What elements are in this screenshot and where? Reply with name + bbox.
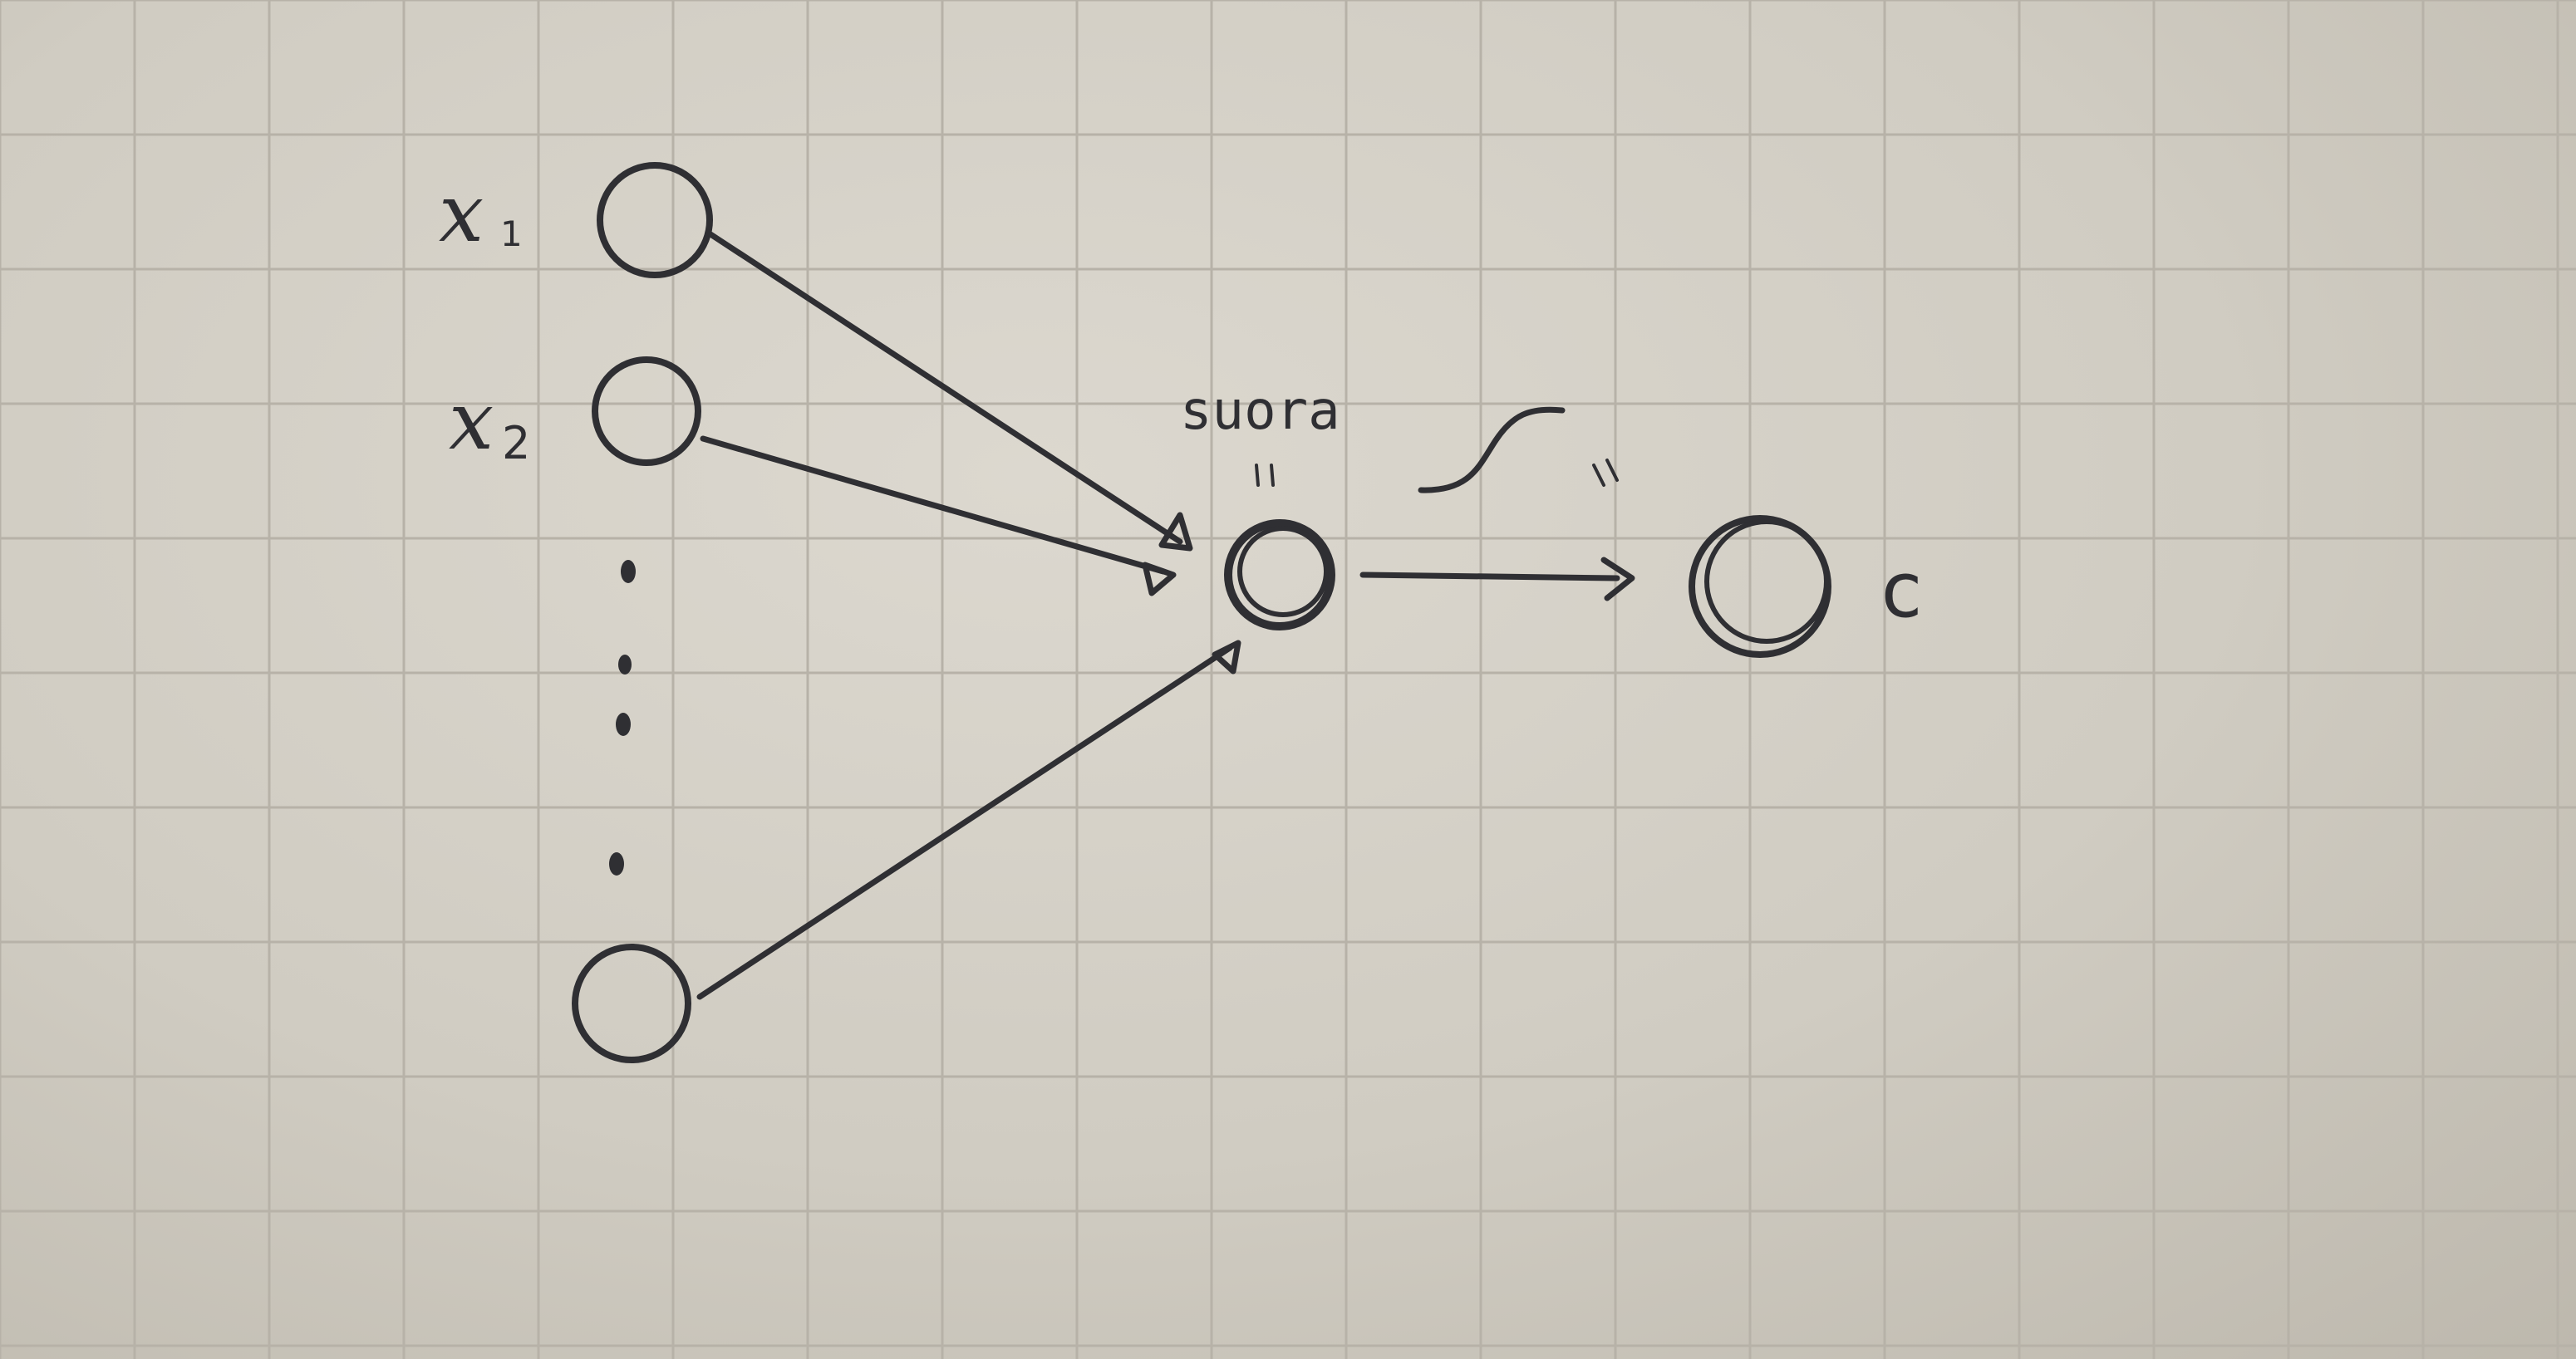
sigmoid-curve-icon xyxy=(1418,406,1566,493)
line-label: suora xyxy=(1180,380,1340,442)
input-node-x1 xyxy=(597,162,713,278)
arrow-x2-to-neuron xyxy=(700,435,1177,596)
ellipsis-dots xyxy=(609,560,636,876)
arrow-x1-to-neuron xyxy=(705,229,1193,552)
output-neuron xyxy=(1689,515,1831,658)
input-label-x1-subscript: 1 xyxy=(500,213,523,254)
equals-mark-hidden xyxy=(1255,464,1275,487)
input-node-n xyxy=(572,944,691,1063)
input-node-x2 xyxy=(592,356,701,466)
hidden-neuron xyxy=(1224,519,1335,630)
input-label-x2-subscript: 2 xyxy=(502,417,530,469)
output-label: c xyxy=(1878,546,1924,635)
arrow-neuron-to-output xyxy=(1359,557,1635,601)
input-label-x2: x xyxy=(449,375,494,468)
arrow-xn-to-neuron xyxy=(696,640,1241,1000)
equals-mark-output xyxy=(1592,459,1619,487)
input-label-x1: x xyxy=(439,167,484,260)
